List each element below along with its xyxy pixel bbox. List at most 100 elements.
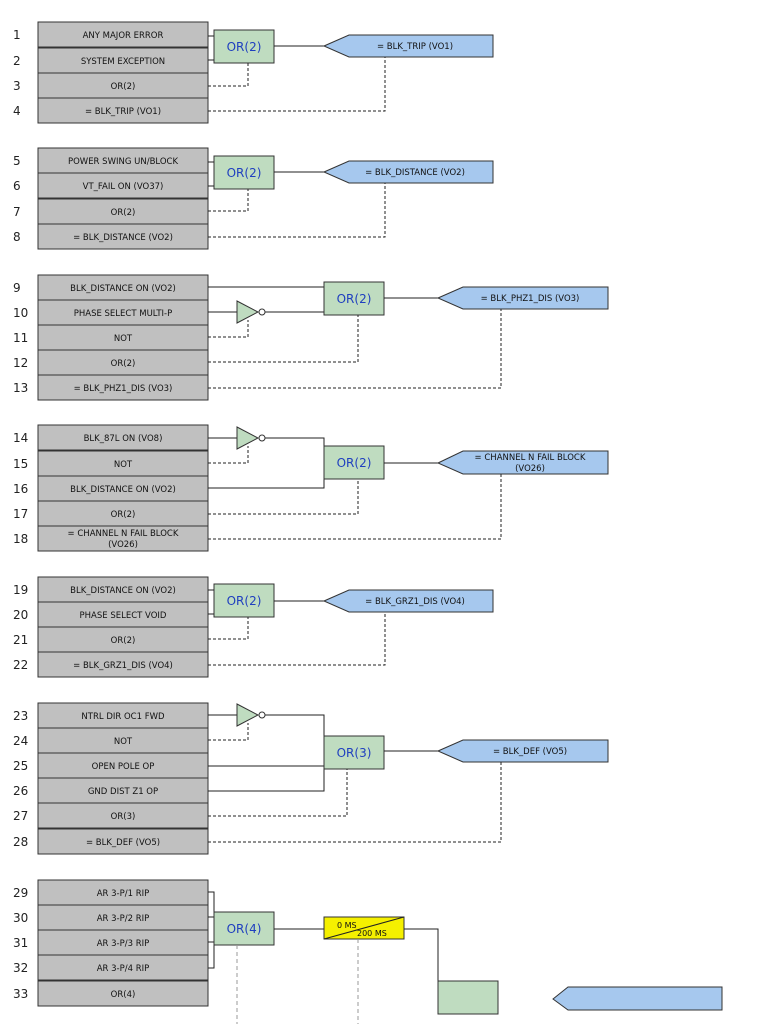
row-label: ANY MAJOR ERROR bbox=[83, 31, 164, 41]
row-label: NTRL DIR OC1 FWD bbox=[81, 712, 165, 722]
row-cell[interactable] bbox=[37, 424, 209, 451]
row-cell[interactable] bbox=[37, 349, 209, 376]
not-gate-2[interactable] bbox=[236, 426, 260, 450]
row-number: 23 bbox=[13, 709, 28, 723]
row-cell[interactable] bbox=[37, 500, 209, 527]
row-label: = CHANNEL N FAIL BLOCK bbox=[68, 529, 179, 539]
row-label: NOT bbox=[114, 460, 133, 470]
output-blk-phz1-dis[interactable] bbox=[436, 286, 609, 310]
row-number: 24 bbox=[13, 734, 28, 748]
row-number: 16 bbox=[13, 482, 28, 496]
block-6: OR(3) = BLK_DEF (VO5) bbox=[208, 703, 609, 843]
row-cell[interactable] bbox=[37, 525, 209, 552]
row-label: BLK_87L ON (VO8) bbox=[84, 434, 163, 444]
not-gate-1[interactable] bbox=[236, 300, 260, 324]
or-gate-2-label: OR(2) bbox=[227, 166, 262, 180]
output-blk-phz1-dis-label: = BLK_PHZ1_DIS (VO3) bbox=[481, 294, 580, 304]
row-label: VT_FAIL ON (VO37) bbox=[83, 182, 164, 192]
or-gate-6-label: OR(3) bbox=[337, 746, 372, 760]
row-label: NOT bbox=[114, 737, 133, 747]
or-gate-1-label: OR(2) bbox=[227, 40, 262, 54]
row-cell[interactable] bbox=[37, 651, 209, 678]
row-cell[interactable] bbox=[37, 21, 209, 48]
row-cell[interactable] bbox=[37, 172, 209, 199]
or-gate-4[interactable] bbox=[323, 445, 385, 480]
timer-pickup-label: 0 MS bbox=[337, 921, 357, 930]
row-number: 7 bbox=[13, 205, 21, 219]
block-4: OR(2) = CHANNEL N FAIL BLOCK (VO26) bbox=[208, 426, 609, 540]
row-cell[interactable] bbox=[37, 980, 209, 1007]
output-channel-n-fail-block[interactable] bbox=[436, 450, 609, 475]
or-gate-5-label: OR(2) bbox=[227, 594, 262, 608]
output-partial[interactable] bbox=[552, 986, 723, 1011]
row-cell[interactable] bbox=[37, 374, 209, 401]
row-number: 8 bbox=[13, 230, 21, 244]
row-label: BLK_DISTANCE ON (VO2) bbox=[70, 485, 176, 495]
output-blk-trip[interactable] bbox=[322, 34, 494, 58]
output-blk-distance-label: = BLK_DISTANCE (VO2) bbox=[365, 168, 465, 178]
or-gate-1[interactable] bbox=[213, 29, 275, 64]
output-blk-def[interactable] bbox=[436, 739, 609, 763]
not-gate-3-bubble bbox=[258, 711, 266, 719]
row-cell[interactable] bbox=[37, 47, 209, 74]
row-label: OR(3) bbox=[111, 812, 136, 822]
output-blk-def-label: = BLK_DEF (VO5) bbox=[493, 747, 567, 757]
row-label: AR 3-P/3 RIP bbox=[97, 939, 150, 949]
row-number: 2 bbox=[13, 54, 21, 68]
row-number: 11 bbox=[13, 331, 28, 345]
row-cell[interactable] bbox=[37, 802, 209, 829]
row-label: PHASE SELECT MULTI-P bbox=[74, 309, 173, 319]
row-cell[interactable] bbox=[37, 626, 209, 653]
output-blk-trip-label: = BLK_TRIP (VO1) bbox=[377, 42, 453, 52]
block-7: OR(4) 0 MS 200 MS bbox=[208, 891, 723, 1024]
or-gate-6[interactable] bbox=[323, 735, 385, 770]
row-label: AR 3-P/2 RIP bbox=[97, 914, 150, 924]
block-3: OR(2) = BLK_PHZ1_DIS (VO3) bbox=[208, 281, 609, 389]
or-gate-7[interactable] bbox=[213, 911, 275, 946]
row-label: OR(2) bbox=[111, 510, 136, 520]
or-gate-4-label: OR(2) bbox=[337, 456, 372, 470]
row-number: 15 bbox=[13, 457, 28, 471]
row-cell[interactable] bbox=[37, 601, 209, 628]
row-cell[interactable] bbox=[37, 223, 209, 250]
row-number: 22 bbox=[13, 658, 28, 672]
row-label: BLK_DISTANCE ON (VO2) bbox=[70, 586, 176, 596]
row-label: NOT bbox=[114, 334, 133, 344]
timer-dropout-label: 200 MS bbox=[357, 929, 387, 938]
row-cell[interactable] bbox=[37, 828, 209, 855]
row-cell[interactable] bbox=[37, 475, 209, 502]
row-number: 3 bbox=[13, 79, 21, 93]
not-gate-2-bubble bbox=[258, 434, 266, 442]
row-number: 14 bbox=[13, 431, 28, 445]
row-label: = BLK_DEF (VO5) bbox=[86, 838, 160, 848]
row-number: 9 bbox=[13, 281, 21, 295]
row-cell[interactable] bbox=[37, 299, 209, 326]
row-cell[interactable] bbox=[37, 702, 209, 729]
row-label: AR 3-P/1 RIP bbox=[97, 889, 150, 899]
row-label: OR(2) bbox=[111, 359, 136, 369]
row-label-line2: (VO26) bbox=[108, 540, 138, 550]
row-number: 25 bbox=[13, 759, 28, 773]
output-blk-distance[interactable] bbox=[322, 160, 494, 184]
and-gate-partial[interactable] bbox=[437, 980, 499, 1015]
row-number: 21 bbox=[13, 633, 28, 647]
row-cell[interactable] bbox=[37, 929, 209, 956]
row-label: PHASE SELECT VOID bbox=[80, 611, 167, 621]
output-blk-grz1-dis[interactable] bbox=[322, 589, 494, 613]
row-cell[interactable] bbox=[37, 576, 209, 603]
row-number: 13 bbox=[13, 381, 28, 395]
not-gate-3[interactable] bbox=[236, 703, 260, 727]
row-number: 20 bbox=[13, 608, 28, 622]
row-label: = BLK_GRZ1_DIS (VO4) bbox=[73, 661, 173, 671]
row-label: = BLK_TRIP (VO1) bbox=[85, 107, 161, 117]
row-number: 31 bbox=[13, 936, 28, 950]
or-gate-3[interactable] bbox=[323, 281, 385, 316]
row-number: 5 bbox=[13, 154, 21, 168]
row-number: 33 bbox=[13, 987, 28, 1001]
row-number: 27 bbox=[13, 809, 28, 823]
row-number: 18 bbox=[13, 532, 28, 546]
row-label: AR 3-P/4 RIP bbox=[97, 964, 150, 974]
output-channel-n-fail-block-label-2: (VO26) bbox=[515, 464, 545, 474]
row-cell[interactable] bbox=[37, 879, 209, 906]
